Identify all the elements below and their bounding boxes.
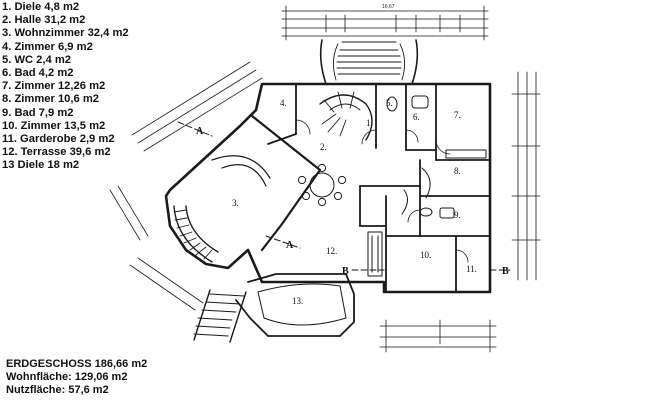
living-room-stair bbox=[173, 205, 219, 263]
room-legend: 1. Diele 4,8 m2 2. Halle 31,2 m2 3. Wohn… bbox=[2, 1, 129, 173]
entrance-stairs bbox=[319, 39, 419, 85]
room-number-label: 12. bbox=[326, 246, 337, 256]
spiral-stair bbox=[319, 91, 373, 141]
hall-curve-inner bbox=[221, 164, 267, 187]
interior-walls bbox=[267, 83, 491, 293]
legend-item: 10. Zimmer 13,5 m2 bbox=[2, 119, 106, 132]
floor-total-area: ERDGESCHOSS 186,66 m2 bbox=[6, 358, 148, 370]
section-mark-b: B bbox=[342, 266, 349, 277]
room-number-labels: 1. 2. 3. 4. 5. 6. 7. 8. 9. 10. 11. 12. 1… bbox=[232, 98, 477, 306]
room-number-label: 8. bbox=[454, 166, 461, 176]
living-area: Wohnfläche: 129,06 m2 bbox=[6, 371, 128, 383]
hall-stair-curve bbox=[211, 155, 271, 179]
legend-item: 5. WC 2,4 m2 bbox=[2, 53, 72, 66]
legend-item: 12. Terrasse 39,6 m2 bbox=[2, 146, 111, 159]
room-number-label: 2. bbox=[320, 142, 327, 152]
legend-item: 6. Bad 4,2 m2 bbox=[2, 67, 74, 80]
legend-item: 13 Diele 18 m2 bbox=[2, 159, 80, 172]
bathroom-fixtures bbox=[386, 95, 487, 219]
room-number-label: 10. bbox=[420, 250, 431, 260]
usable-area: Nutzfläche: 57,6 m2 bbox=[6, 384, 109, 396]
room-number-label: 4. bbox=[280, 98, 287, 108]
closet-elements bbox=[367, 167, 431, 277]
room-number-label: 6. bbox=[413, 112, 420, 122]
section-mark-a: A bbox=[286, 240, 294, 251]
room-number-label: 5. bbox=[386, 98, 393, 108]
terrace-inner bbox=[257, 283, 347, 326]
room-number-label: 11. bbox=[466, 264, 477, 274]
section-mark-b: B bbox=[502, 266, 509, 277]
right-dimension-lines bbox=[511, 71, 541, 281]
room-number-label: 7. bbox=[454, 110, 461, 120]
door-swings bbox=[295, 119, 469, 263]
room-number-label: 9. bbox=[454, 210, 461, 220]
top-dimension-lines bbox=[281, 5, 489, 41]
legend-item: 1. Diele 4,8 m2 bbox=[2, 1, 80, 13]
diagonal-dimension-lines bbox=[109, 61, 263, 311]
section-lines bbox=[177, 121, 511, 271]
outer-walls bbox=[164, 82, 492, 294]
legend-item: 11. Garderobe 2,9 m2 bbox=[2, 133, 115, 146]
legend-item: 8. Zimmer 10,6 m2 bbox=[2, 93, 100, 106]
area-summary: ERDGESCHOSS 186,66 m2 Wohnfläche: 129,06… bbox=[6, 358, 147, 397]
section-mark-a: A bbox=[196, 126, 204, 137]
section-marks: A A B B bbox=[196, 126, 509, 277]
dining-table bbox=[297, 163, 347, 207]
terrace-outline bbox=[235, 273, 355, 337]
legend-item: 7. Zimmer 12,26 m2 bbox=[2, 80, 106, 93]
legend-item: 3. Wohnzimmer 32,4 m2 bbox=[2, 27, 129, 40]
room-number-label: 3. bbox=[232, 198, 239, 208]
room-number-label: 13. bbox=[292, 296, 303, 306]
legend-item: 2. Halle 31,2 m2 bbox=[2, 14, 86, 27]
living-room-walls bbox=[250, 114, 322, 252]
top-dimension-text: 16,67 bbox=[382, 4, 395, 10]
room-number-label: 1. bbox=[366, 118, 373, 128]
garden-stairs bbox=[193, 289, 247, 343]
legend-item: 4. Zimmer 6,9 m2 bbox=[2, 40, 93, 53]
legend-item: 9. Bad 7,9 m2 bbox=[2, 106, 74, 119]
bottom-dimension-lines bbox=[379, 319, 497, 353]
